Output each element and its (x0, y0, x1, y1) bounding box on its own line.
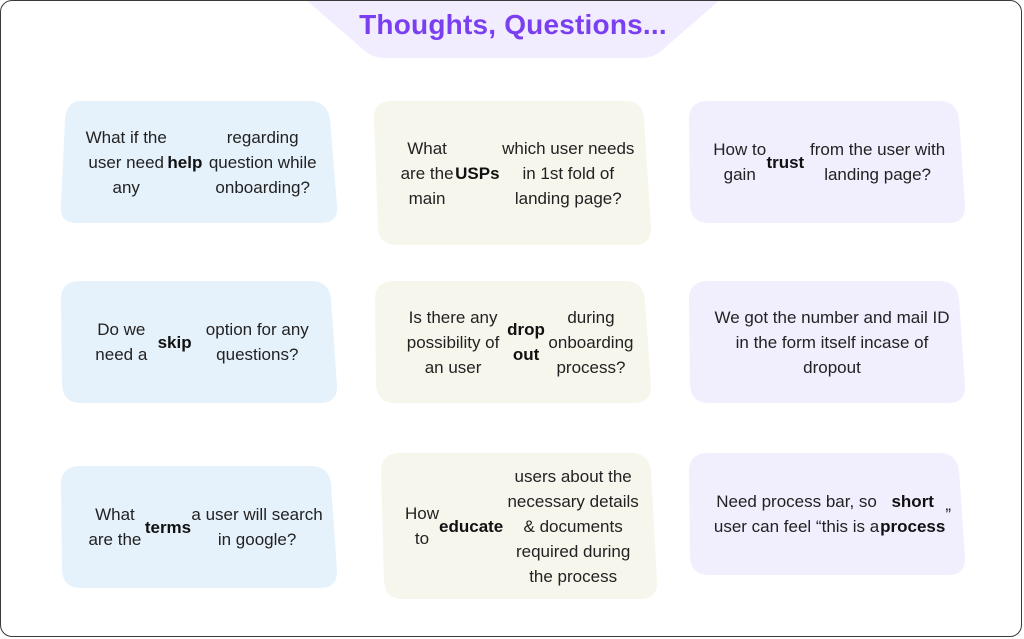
title-tab: Thoughts, Questions... (305, 1, 721, 59)
card-text-before: Do we need a (95, 320, 148, 364)
card-skip: Do we need a skip option for any questio… (59, 281, 349, 403)
card-text-before: What if the user need any (85, 127, 167, 197)
card-shape (61, 281, 338, 403)
card-text-after: regarding question while onboarding? (208, 127, 317, 197)
card-text-bold: terms (144, 517, 192, 537)
card-text-after: a user will search in google? (191, 505, 323, 549)
card-text-after: during onboarding process? (548, 307, 634, 377)
card-text: How to gain trust from the user with lan… (687, 101, 977, 223)
card-text: Do we need a skip option for any questio… (59, 281, 349, 403)
card-text: What are the terms a user will search in… (59, 466, 349, 588)
card-text-after: which user needs in 1st fold of landing … (502, 138, 635, 208)
card-text-bold: drop out (507, 320, 545, 364)
card-usps: What are the main USPs which user needs … (373, 101, 663, 245)
card-text: How to educate users about the necessary… (379, 453, 669, 599)
card-text-bold: skip (157, 332, 192, 352)
card-text-before: How to (405, 504, 440, 548)
card-text-after: ” (945, 504, 951, 524)
page-title: Thoughts, Questions... (359, 9, 667, 40)
card-text: What if the user need any help regarding… (59, 101, 349, 223)
card-text-before: What are the main (400, 138, 454, 208)
card-text-bold: educate (439, 516, 504, 536)
card-shape (689, 453, 966, 575)
card-dropout: Is there any possibility of an user drop… (373, 281, 663, 403)
card-text-before: Need process bar, so user can feel “this… (713, 492, 880, 536)
card-text-before: We got the number and mail ID in the for… (714, 307, 950, 377)
card-text: Need process bar, so user can feel “this… (687, 453, 977, 575)
card-shape (375, 281, 652, 403)
card-shape (381, 453, 658, 599)
card-shape (373, 101, 652, 245)
card-terms: What are the terms a user will search in… (59, 466, 349, 588)
title-tab-shape (307, 1, 719, 58)
card-text-bold: help (167, 152, 203, 172)
card-text-bold: USPs (455, 163, 500, 183)
card-text: We got the number and mail ID in the for… (687, 281, 977, 403)
card-shape (60, 101, 338, 223)
card-text-before: How to gain (713, 140, 767, 184)
card-text-after: from the user with landing page? (810, 140, 946, 184)
card-process-bar: Need process bar, so user can feel “this… (687, 453, 977, 575)
card-shape (689, 281, 966, 403)
card-text-after: option for any questions? (205, 320, 309, 364)
card-text-before: Is there any possibility of an user (406, 307, 500, 377)
card-shape (61, 466, 338, 588)
card-trust: How to gain trust from the user with lan… (687, 101, 977, 223)
card-text-bold: short process (880, 492, 946, 536)
card-text: What are the main USPs which user needs … (373, 101, 663, 245)
card-text: Is there any possibility of an user drop… (373, 281, 663, 403)
card-number-mail: We got the number and mail ID in the for… (687, 281, 977, 403)
card-text-bold: trust (766, 152, 805, 172)
card-shape (689, 101, 966, 223)
card-text-after: users about the necessary details & docu… (507, 466, 639, 586)
card-educate: How to educate users about the necessary… (379, 453, 669, 599)
card-help: What if the user need any help regarding… (59, 101, 349, 223)
card-text-before: What are the (88, 505, 142, 549)
